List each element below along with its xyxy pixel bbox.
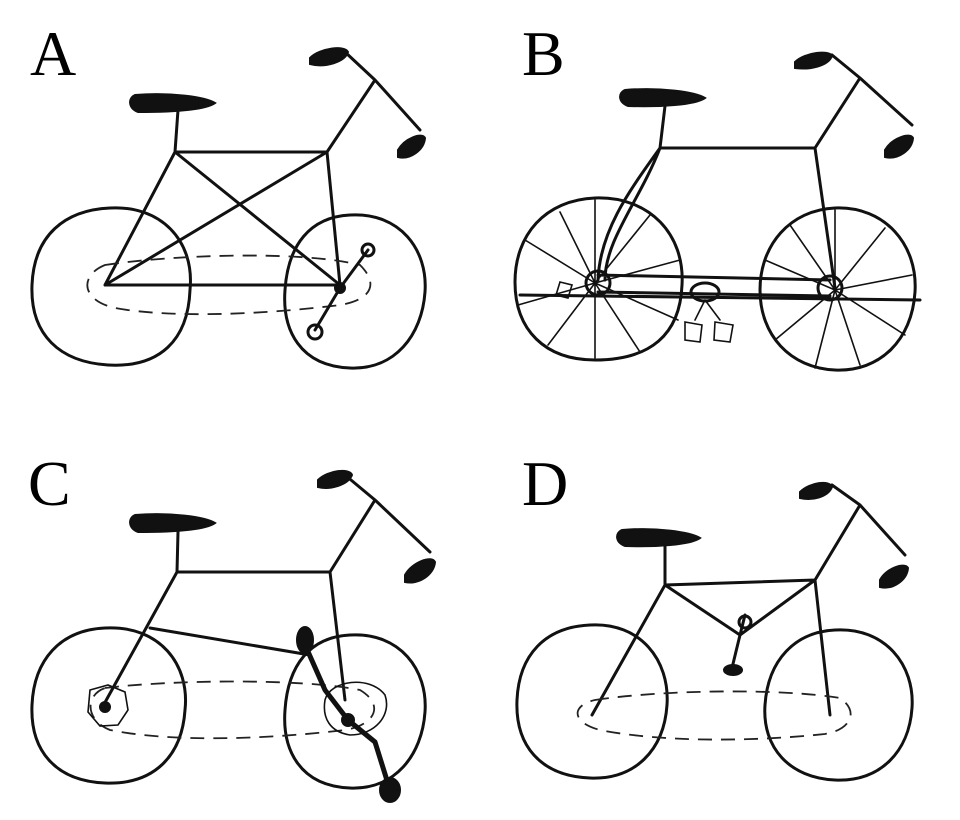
pedal — [723, 664, 743, 676]
saddle — [129, 513, 217, 534]
pedal — [296, 626, 314, 654]
crank-hub — [341, 713, 355, 727]
rear-wheel — [513, 196, 684, 362]
rear-wheel — [30, 626, 188, 785]
pedal — [379, 777, 401, 803]
rear-hub — [584, 269, 612, 297]
panel-d: D — [515, 448, 914, 782]
front-wheel — [758, 206, 917, 372]
front-wheel — [283, 633, 427, 790]
panel-label-d: D — [522, 448, 568, 519]
panel-label-c: C — [28, 448, 71, 519]
frame — [101, 473, 432, 708]
handlebar-grip — [404, 558, 437, 584]
rear-hub — [99, 701, 111, 713]
front-wheel — [283, 213, 427, 370]
crank-hub — [334, 282, 346, 294]
handlebar-grip — [884, 134, 915, 159]
handlebar-grip — [799, 481, 834, 500]
spokes — [517, 199, 913, 369]
saddle — [619, 88, 707, 108]
handlebar-grip — [317, 469, 354, 489]
chainring — [323, 681, 388, 736]
front-wheel — [763, 628, 914, 782]
frame — [103, 50, 422, 287]
panel-a: A — [30, 18, 427, 370]
pedal-crank — [730, 613, 747, 670]
pedal — [360, 242, 376, 258]
panel-c: C — [28, 448, 437, 803]
handlebar-grip — [397, 134, 427, 159]
frame — [518, 53, 922, 302]
handlebar-grip — [309, 47, 350, 67]
saddle — [616, 528, 702, 548]
handlebar-grip — [879, 564, 910, 589]
frame — [590, 483, 907, 717]
pedal — [737, 614, 753, 630]
handlebar-grip — [794, 51, 834, 70]
pedal — [306, 323, 324, 341]
panel-label-a: A — [30, 18, 76, 89]
rear-sprocket — [87, 684, 129, 727]
front-hub — [816, 274, 844, 302]
pedals — [554, 281, 734, 343]
chain — [89, 680, 376, 740]
chain — [576, 690, 852, 741]
rear-wheel — [515, 623, 669, 780]
saddle — [129, 93, 217, 114]
rear-wheel — [30, 206, 192, 367]
chain — [86, 254, 372, 316]
panel-b: B — [513, 18, 922, 372]
panel-label-b: B — [522, 18, 565, 89]
